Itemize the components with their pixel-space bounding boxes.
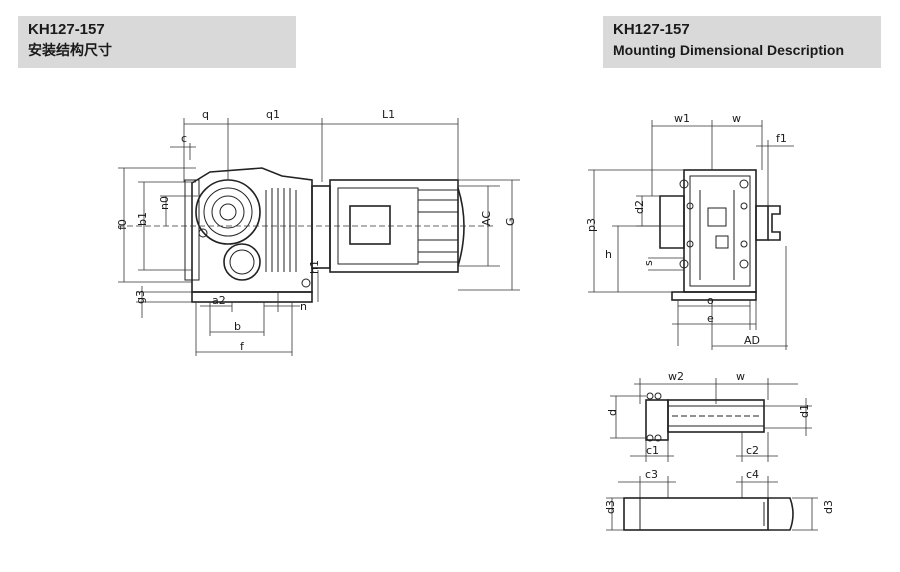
label-G: G	[504, 217, 517, 226]
label-w1: w1	[674, 112, 690, 125]
label-d: d	[606, 409, 619, 416]
label-b1: b1	[136, 212, 149, 226]
model-title-left: KH127-157	[28, 21, 105, 38]
label-q: q	[202, 108, 209, 121]
header-left: KH127-157 安装结构尺寸	[18, 16, 296, 68]
model-title-right: KH127-157	[613, 21, 690, 38]
section-title-right: Mounting Dimensional Description	[613, 42, 845, 58]
label-n0: n0	[158, 196, 171, 210]
label-b: b	[234, 320, 241, 333]
label-d3-right: d3	[822, 500, 835, 514]
side-view-drawing	[118, 118, 520, 356]
header-right: KH127-157 Mounting Dimensional Descripti…	[603, 16, 881, 68]
end-view-drawing	[588, 120, 794, 350]
label-w2: w2	[668, 370, 684, 383]
label-c1: c1	[646, 444, 659, 457]
label-h1: h1	[308, 260, 321, 274]
label-d3-left: d3	[604, 500, 617, 514]
label-e: e	[707, 312, 714, 325]
label-q1: q1	[266, 108, 280, 121]
label-d2: d2	[633, 200, 646, 214]
section-title-left: 安装结构尺寸	[28, 42, 112, 58]
label-w: w	[732, 112, 741, 125]
label-c2: c2	[746, 444, 759, 457]
label-o: o	[707, 294, 714, 307]
label-s: s	[642, 260, 655, 266]
hollow-shaft-section	[610, 378, 812, 462]
label-f: f	[240, 340, 245, 353]
label-c: c	[181, 132, 187, 145]
label-p3: p3	[585, 218, 598, 232]
label-d1: d1	[798, 404, 811, 418]
label-L1: L1	[382, 108, 395, 121]
label-h: h	[605, 248, 612, 261]
label-AD: AD	[744, 334, 760, 347]
label-f0: f0	[116, 219, 129, 230]
label-w-b: w	[736, 370, 745, 383]
label-c4: c4	[746, 468, 759, 481]
label-c3: c3	[645, 468, 658, 481]
label-n: n	[300, 300, 307, 313]
label-AC: AC	[480, 211, 493, 226]
label-f1: f1	[776, 132, 787, 145]
solid-shaft-section	[606, 476, 818, 531]
label-g3: g3	[134, 290, 147, 304]
label-a2: a2	[212, 294, 226, 307]
